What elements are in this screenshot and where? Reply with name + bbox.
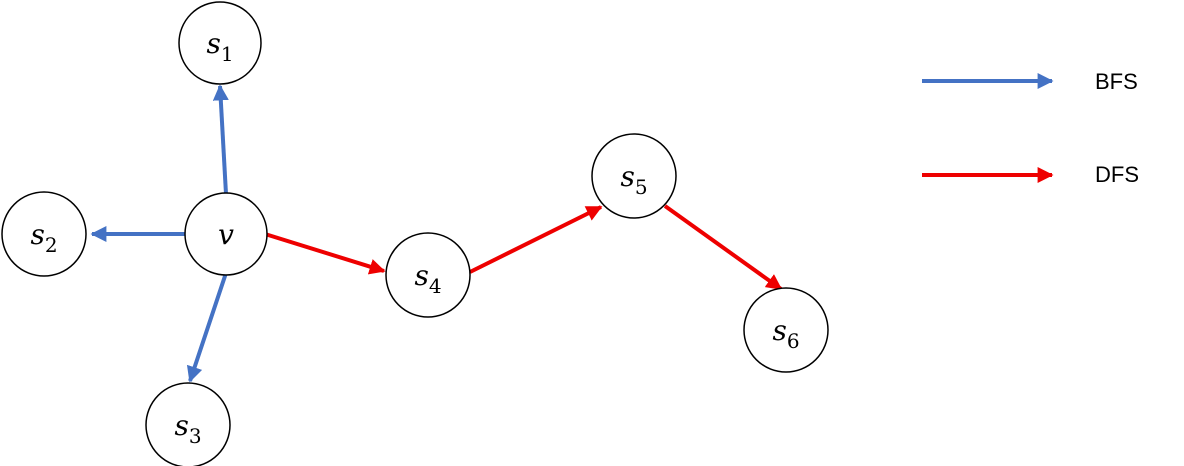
svg-text:s2: s2 [30,218,57,257]
node-s3: s3 [145,382,231,466]
edge-v-s3 [186,272,228,383]
legend: BFS DFS [922,69,1139,187]
svg-text:v: v [218,218,234,251]
node-s6: s6 [743,287,829,373]
legend-item-dfs: DFS [922,162,1139,187]
svg-text:s5: s5 [620,160,647,199]
node-s1: s1 [178,1,262,85]
node-v: v [184,192,268,276]
svg-text:s3: s3 [174,409,201,448]
edge-v-s4 [264,232,386,275]
edge-v-s1 [212,84,229,195]
svg-text:s6: s6 [772,314,799,353]
legend-item-bfs: BFS [922,69,1138,94]
edge-s5-s6 [663,204,783,291]
node-s2: s2 [1,191,87,277]
legend-bfs-label: BFS [1095,69,1138,94]
edge-s4-s5 [469,205,603,274]
svg-text:s1: s1 [206,27,233,66]
svg-text:s4: s4 [414,259,441,298]
node-s5: s5 [591,133,677,219]
node-s4: s4 [385,232,471,318]
legend-dfs-label: DFS [1095,162,1139,187]
